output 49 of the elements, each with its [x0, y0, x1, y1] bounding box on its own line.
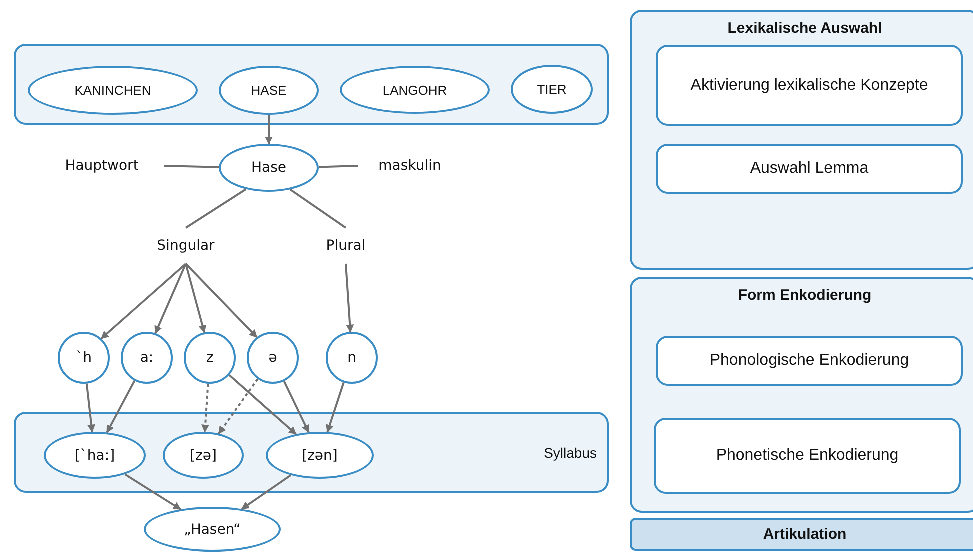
arrow — [185, 263, 258, 338]
process-box: Phonetische Enkodierung — [654, 418, 961, 494]
lemma-ellipse: Hase — [219, 144, 319, 192]
arrow — [228, 374, 297, 436]
connector-line — [318, 165, 358, 168]
arrow — [100, 263, 187, 340]
arrow — [241, 474, 292, 510]
phoneme-circle: a: — [121, 332, 173, 384]
word-ellipse: „Hasen“ — [144, 507, 281, 552]
feature-label: maskulin — [368, 155, 452, 177]
syllable-ellipse: [`ha:] — [44, 432, 146, 479]
arrow — [86, 384, 96, 433]
concept-ellipse: KANINCHEN — [28, 66, 198, 115]
arrow — [218, 378, 259, 434]
phoneme-circle: ə — [247, 332, 299, 384]
arrow — [185, 264, 207, 334]
stage-panel — [630, 277, 973, 513]
concept-ellipse: HASE — [219, 66, 319, 115]
process-box: Phonologische Enkodierung — [656, 336, 963, 386]
arrow — [202, 384, 210, 433]
arrow — [106, 380, 136, 434]
stage-bar: Artikulation — [630, 518, 973, 551]
arrow — [265, 115, 273, 145]
number-label: Singular — [140, 232, 232, 260]
phoneme-circle: `h — [58, 332, 110, 384]
feature-label: Hauptwort — [50, 155, 154, 177]
concept-ellipse: TIER — [511, 65, 593, 114]
phoneme-circle: n — [326, 332, 378, 384]
process-box: Auswahl Lemma — [656, 144, 963, 194]
panel-heading: Form Enkodierung — [738, 287, 872, 304]
arrow — [283, 380, 310, 434]
number-label: Plural — [316, 232, 376, 260]
arrow — [154, 264, 187, 334]
arrow — [124, 474, 182, 510]
panel-background — [14, 44, 609, 125]
panel-heading: Syllabus — [544, 444, 597, 460]
stage-panel — [630, 10, 973, 270]
arrow — [345, 264, 354, 333]
concept-ellipse: LANGOHR — [340, 66, 490, 114]
connector-line — [185, 188, 247, 229]
connector-line — [290, 188, 347, 229]
arrow — [326, 382, 345, 433]
phoneme-circle: z — [184, 332, 236, 384]
panel-heading: Lexikalische Auswahl — [728, 20, 882, 37]
process-box: Aktivierung lexikalische Konzepte — [656, 45, 963, 126]
connector-line — [164, 165, 220, 168]
syllable-ellipse: [zə] — [163, 432, 244, 479]
syllabus-panel — [14, 412, 609, 493]
syllable-ellipse: [zən] — [266, 432, 374, 479]
